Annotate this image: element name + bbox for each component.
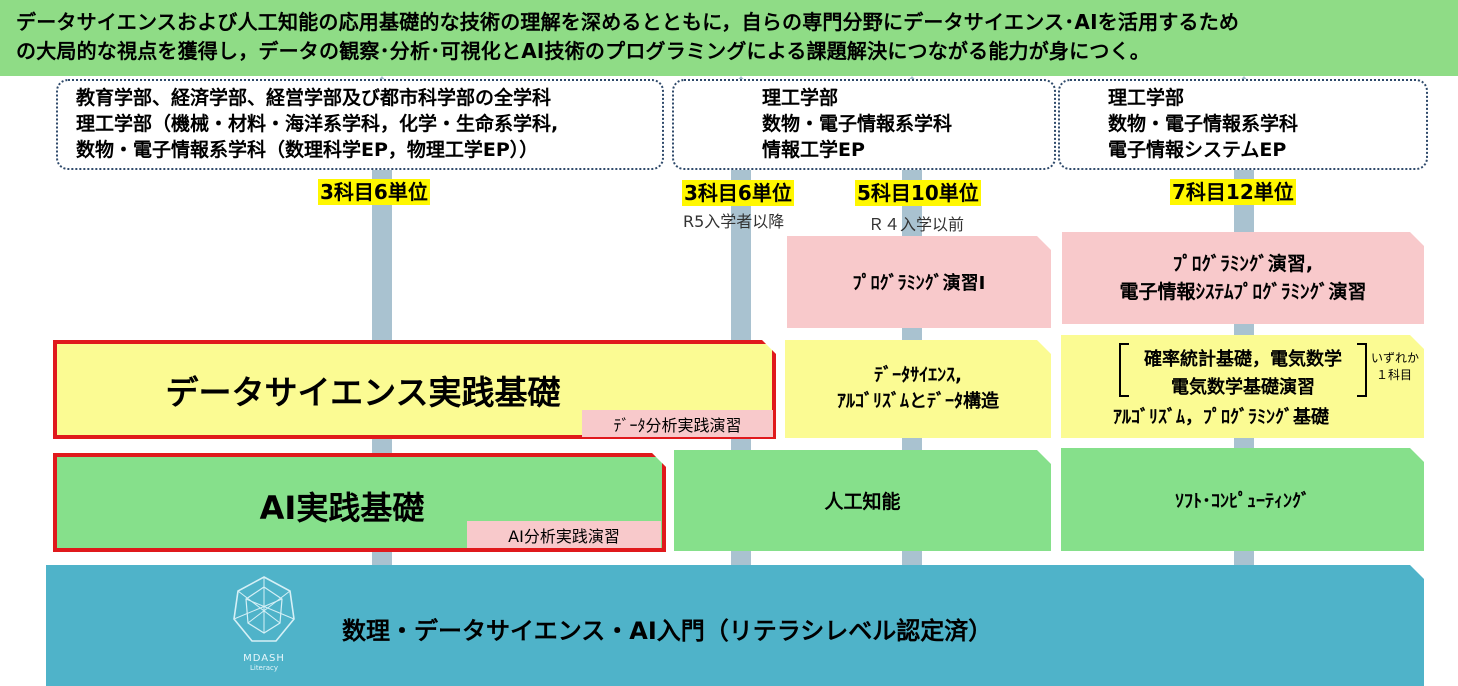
goal-banner: データサイエンスおよび人工知能の応用基礎的な技術の理解を深めるとともに，自らの専… <box>0 0 1458 76</box>
ds-practice-title: データサイエンス実践基礎 <box>165 373 561 412</box>
bracket-right <box>1357 343 1367 397</box>
departments-middle: 理工学部 数物・電子情報系学科 情報工学EP <box>672 79 1056 170</box>
mdash-logo-icon <box>228 573 300 649</box>
choice-note1: いずれか <box>1371 351 1420 365</box>
card-programming-right-line2: 電子情報ｼｽﾃﾑﾌﾟﾛｸﾞﾗﾐﾝｸﾞ演習 <box>1119 281 1367 303</box>
departments-middle-line1: 理工学部 <box>762 87 839 109</box>
departments-left-line3: 数物・電子情報系学科（数理科学EP，物理工学EP）） <box>76 139 539 161</box>
card-programming-right: ﾌﾟﾛｸﾞﾗﾐﾝｸﾞ演習, 電子情報ｼｽﾃﾑﾌﾟﾛｸﾞﾗﾐﾝｸﾞ演習 <box>1062 232 1424 324</box>
credits-right: 7科目12単位 <box>1170 179 1296 205</box>
note-middle-a: R5入学者以降 <box>683 212 785 231</box>
departments-right-line2: 数物・電子情報系学科 <box>1108 113 1299 135</box>
credits-middle-b: 5科目10単位 <box>855 180 981 206</box>
bracket-left <box>1119 343 1129 397</box>
card-ds-algorithm-line2: ｱﾙｺﾞﾘｽﾞﾑとﾃﾞｰﾀ構造 <box>837 391 999 412</box>
mdash-logo-subtext: Literacy <box>249 664 279 672</box>
departments-left-line2: 理工学部（機械・材料・海洋系学科，化学・生命系学科, <box>76 113 559 135</box>
card-ds-practice: データサイエンス実践基礎 ﾃﾞｰﾀ分析実践演習 <box>53 340 776 439</box>
card-ds-algorithm-line1: ﾃﾞｰﾀｻｲｴﾝｽ, <box>874 365 962 386</box>
card-ai: 人工知能 <box>674 450 1051 551</box>
note-middle-b: Ｒ４入学以前 <box>868 215 965 234</box>
departments-left: 教育学部、経済学部、経営学部及び都市科学部の全学科 理工学部（機械・材料・海洋系… <box>56 79 664 170</box>
card-math-algorithm: 確率統計基礎，電気数学 電気数学基礎演習 いずれか １科目 ｱﾙｺﾞﾘｽﾞﾑ，ﾌ… <box>1061 335 1424 438</box>
mdash-logo-text: MDASH <box>243 653 285 664</box>
choice-note2: １科目 <box>1376 368 1413 382</box>
card-programming-1: ﾌﾟﾛｸﾞﾗﾐﾝｸﾞ演習Ⅰ <box>787 236 1051 328</box>
card-programming-1-label: ﾌﾟﾛｸﾞﾗﾐﾝｸﾞ演習Ⅰ <box>852 273 986 294</box>
choice-line2: 電気数学基礎演習 <box>1171 377 1315 398</box>
ai-practice-sub: AI分析実践演習 <box>467 521 661 548</box>
mdash-logo: MDASH Literacy <box>228 573 300 673</box>
ai-practice-title: AI実践基礎 <box>259 489 425 527</box>
goal-text-line1: データサイエンスおよび人工知能の応用基礎的な技術の理解を深めるとともに，自らの専… <box>16 10 1240 34</box>
choice-line1: 確率統計基礎，電気数学 <box>1144 349 1342 370</box>
card-ai-practice: AI実践基礎 AI分析実践演習 <box>53 453 666 552</box>
card-soft-computing: ｿﾌﾄ･ｺﾝﾋﾟｭｰﾃｨﾝｸﾞ <box>1061 448 1424 551</box>
base-title: 数理・データサイエンス・AI入門（リテラシレベル認定済） <box>342 617 993 645</box>
departments-middle-line2: 数物・電子情報系学科 <box>762 113 953 135</box>
credits-middle-a: 3科目6単位 <box>682 180 794 206</box>
credits-left: 3科目6単位 <box>318 179 430 205</box>
algo-basics: ｱﾙｺﾞﾘｽﾞﾑ，ﾌﾟﾛｸﾞﾗﾐﾝｸﾞ基礎 <box>1113 407 1329 428</box>
goal-text-line2: の大局的な視点を獲得し，データの観察･分析･可視化とAI技術のプログラミングによ… <box>16 39 1150 63</box>
departments-right: 理工学部 数物・電子情報系学科 電子情報システムEP <box>1058 79 1428 170</box>
card-programming-right-line1: ﾌﾟﾛｸﾞﾗﾐﾝｸﾞ演習, <box>1172 253 1314 275</box>
card-ai-label: 人工知能 <box>824 491 901 513</box>
departments-right-line1: 理工学部 <box>1108 87 1185 109</box>
departments-right-line3: 電子情報システムEP <box>1108 139 1287 161</box>
card-soft-computing-label: ｿﾌﾄ･ｺﾝﾋﾟｭｰﾃｨﾝｸﾞ <box>1175 490 1310 512</box>
card-ds-algorithm: ﾃﾞｰﾀｻｲｴﾝｽ, ｱﾙｺﾞﾘｽﾞﾑとﾃﾞｰﾀ構造 <box>785 340 1051 438</box>
departments-left-line1: 教育学部、経済学部、経営学部及び都市科学部の全学科 <box>76 87 552 109</box>
base-foundation: MDASH Literacy 数理・データサイエンス・AI入門（リテラシレベル認… <box>46 565 1424 686</box>
departments-middle-line3: 情報工学EP <box>762 139 865 161</box>
ds-practice-sub: ﾃﾞｰﾀ分析実践演習 <box>582 410 773 437</box>
